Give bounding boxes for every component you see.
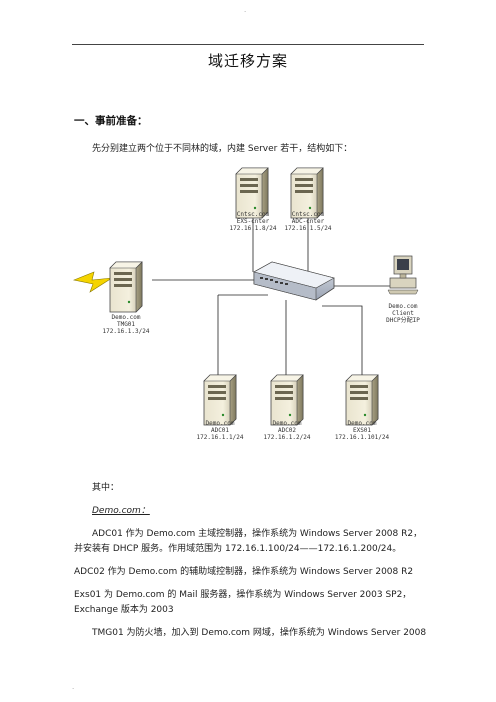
paragraph-adc01-line2: 并安装有 DHCP 服务。作用域范围为 172.16.1.100/24——172… xyxy=(74,544,402,554)
header-mark: . xyxy=(244,6,247,14)
label-exs-cnter-domain: Cntsc.com xyxy=(237,211,270,218)
document-title: 域迁移方案 xyxy=(207,52,288,70)
server-adc02-icon xyxy=(270,374,304,426)
paragraph-exs01-line1: Exs01 为 Demo.com 的 Mail 服务器，操作系统为 Window… xyxy=(74,590,412,600)
label-exs-cnter-name: EXS-cnter xyxy=(237,218,270,225)
network-diagram: Cntsc.com EXS-cnter 172.16.1.8/24 Cntsc.… xyxy=(72,167,420,441)
network-links xyxy=(152,217,392,378)
server-exs01-icon xyxy=(345,374,379,426)
label-tmg01-name: TMG01 xyxy=(117,321,135,328)
label-exs01-domain: Demo.com xyxy=(348,420,377,427)
label-adc-cnter-name: ADC-cnter xyxy=(292,218,325,225)
among-label: 其中： xyxy=(92,483,120,493)
label-tmg01-ip: 172.16.1.3/24 xyxy=(103,328,150,335)
paragraph-tmg01: TMG01 为防火墙，加入到 Demo.com 网域，操作系统为 Windows… xyxy=(92,628,427,638)
label-exs01-ip: 172.16.1.101/24 xyxy=(335,434,390,441)
label-adc02-ip: 172.16.1.2/24 xyxy=(264,434,311,441)
label-exs-cnter-ip: 172.16.1.8/24 xyxy=(230,225,277,232)
label-adc02-name: ADC02 xyxy=(278,427,296,434)
firewall-bolt-icon xyxy=(72,271,113,293)
server-tmg01-icon xyxy=(109,261,143,313)
paragraph-adc01-line1: ADC01 作为 Demo.com 主域控制器，操作系统为 Windows Se… xyxy=(92,529,423,539)
network-switch-icon xyxy=(253,261,335,301)
label-adc01-domain: Demo.com xyxy=(206,420,235,427)
label-adc01-name: ADC01 xyxy=(211,427,229,434)
paragraph-exs01-line2: Exchange 版本为 2003 xyxy=(74,605,174,615)
label-adc-cnter-domain: Cntsc.com xyxy=(292,211,325,218)
label-adc02-domain: Demo.com xyxy=(273,420,302,427)
label-client-ip: DHCP分配IP xyxy=(386,316,420,324)
label-adc-cnter-ip: 172.16.1.5/24 xyxy=(285,225,332,232)
section-heading: 一、事前准备： xyxy=(74,115,148,127)
client-computer-icon xyxy=(387,255,419,295)
label-exs01-name: EXS01 xyxy=(353,427,371,434)
domain-heading: Demo.com： xyxy=(92,506,150,516)
intro-paragraph: 先分别建立两个位于不同林的域，内建 Server 若干，结构如下： xyxy=(92,144,353,154)
label-client-domain: Demo.com xyxy=(389,303,418,310)
label-tmg01-domain: Demo.com xyxy=(112,314,141,321)
footer-mark: . xyxy=(72,683,75,691)
paragraph-adc02: ADC02 作为 Demo.com 的辅助域控制器，操作系统为 Windows … xyxy=(74,567,414,577)
label-adc01-ip: 172.16.1.1/24 xyxy=(197,434,244,441)
label-client-name: Client xyxy=(392,310,414,317)
header-rule xyxy=(72,44,424,45)
server-adc01-icon xyxy=(203,374,237,426)
